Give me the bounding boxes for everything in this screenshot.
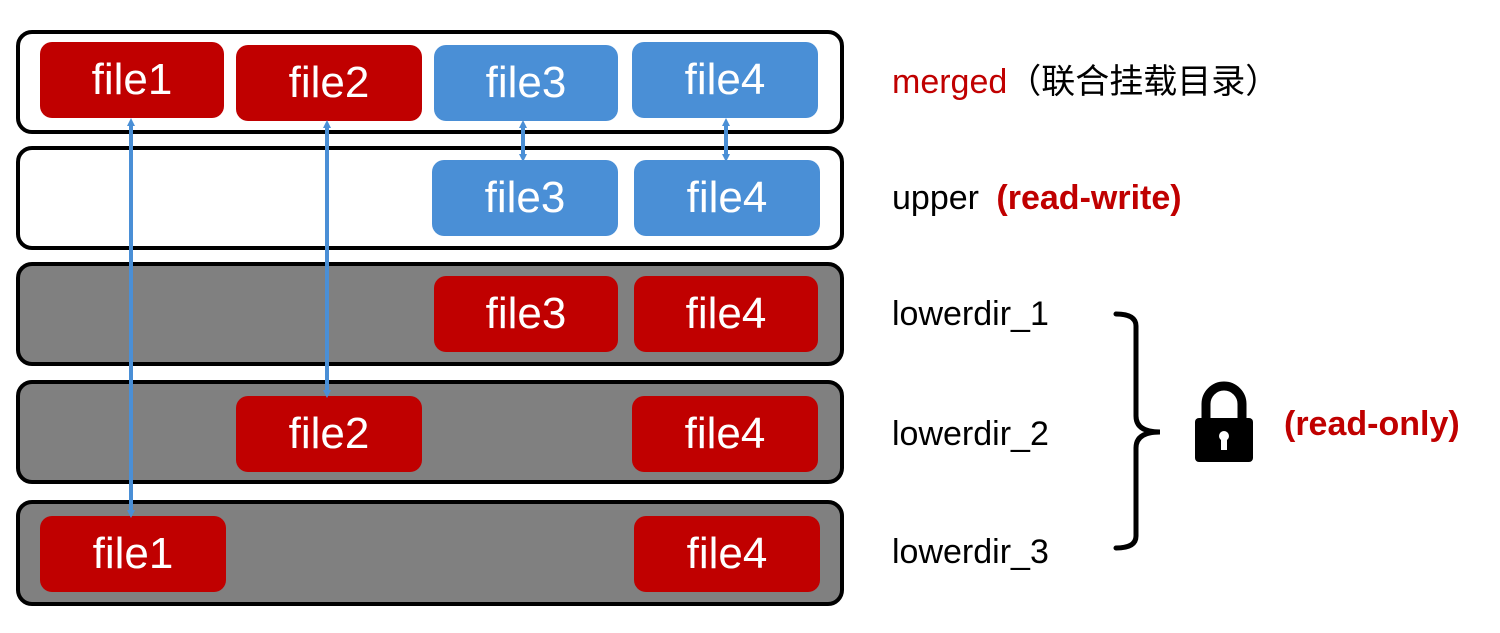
lower3-file4: file4 <box>634 516 820 592</box>
upper-name: upper <box>892 179 979 217</box>
upper-label: upper (read-write) <box>892 178 1182 218</box>
lowerdir-1-label: lowerdir_1 <box>892 295 1049 333</box>
lock-icon <box>1195 381 1253 462</box>
lower3-file1: file1 <box>40 516 226 592</box>
merged-note: （联合挂载目录） <box>1007 63 1280 101</box>
lowerdir-2-label: lowerdir_2 <box>892 415 1049 453</box>
merged-file2: file2 <box>236 45 422 121</box>
merged-name: merged <box>892 63 1008 101</box>
upper-file3: file3 <box>432 160 618 236</box>
upper-file4: file4 <box>634 160 820 236</box>
merged-label: merged（联合挂载目录） <box>892 62 1279 102</box>
lowerdir-3-label: lowerdir_3 <box>892 533 1049 571</box>
lowerdir-bracket <box>1113 311 1161 551</box>
lower1-file4: file4 <box>634 276 818 352</box>
merged-file1: file1 <box>40 42 224 118</box>
merged-file4: file4 <box>632 42 818 118</box>
merged-file3: file3 <box>434 45 618 121</box>
lower1-file3: file3 <box>434 276 618 352</box>
upper-mode: (read-write) <box>996 179 1182 217</box>
read-only-label: (read-only) <box>1284 405 1460 443</box>
lower2-file4: file4 <box>632 396 818 472</box>
lower2-file2: file2 <box>236 396 422 472</box>
